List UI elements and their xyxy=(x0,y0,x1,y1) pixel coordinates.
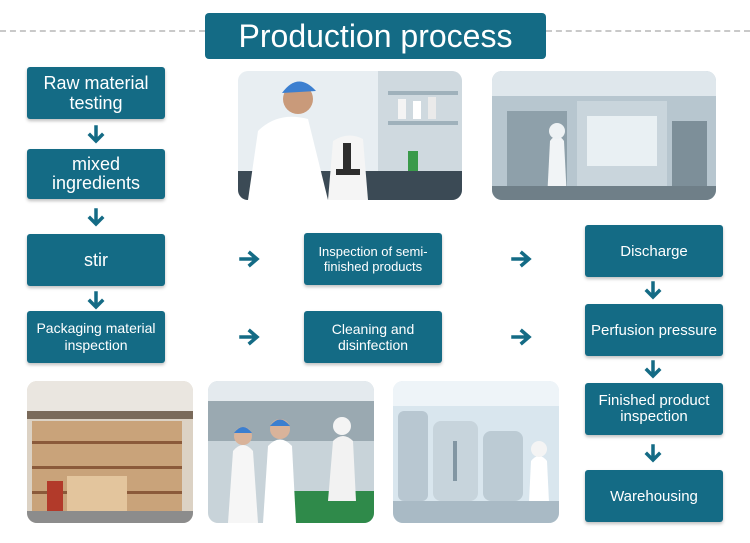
step-warehousing: Warehousing xyxy=(585,470,723,522)
arrow-down-icon xyxy=(87,208,105,227)
production-line-workers-photo xyxy=(208,381,374,523)
arrow-down-icon xyxy=(644,444,662,463)
arrow-down-icon xyxy=(87,125,105,144)
arrow-down-icon xyxy=(644,360,662,379)
step-perfusion-pressure: Perfusion pressure xyxy=(585,304,723,356)
arrow-down-icon xyxy=(87,291,105,310)
step-label: stir xyxy=(84,249,108,270)
lab-microscope-photo xyxy=(238,71,462,200)
step-label: Raw material testing xyxy=(43,73,149,113)
step-label: Inspection of semi-finished products xyxy=(318,244,428,274)
arrow-down-icon xyxy=(644,281,662,300)
warehouse-photo xyxy=(27,381,193,523)
step-mixed-ingredients: mixed ingredients xyxy=(27,149,165,199)
step-stir: stir xyxy=(27,234,165,286)
step-packaging-material-inspection: Packaging material inspection xyxy=(27,311,165,363)
arrow-right-icon xyxy=(511,250,532,268)
cleanroom-machinery-photo xyxy=(492,71,716,200)
divider-right xyxy=(546,30,750,32)
arrow-right-icon xyxy=(239,328,260,346)
step-label: Warehousing xyxy=(610,487,698,505)
step-raw-material-testing: Raw material testing xyxy=(27,67,165,119)
page-title: Production process xyxy=(205,13,546,59)
arrow-right-icon xyxy=(239,250,260,268)
step-label: Cleaning and disinfection xyxy=(331,321,415,353)
step-label: mixed ingredients xyxy=(51,154,141,193)
divider-left xyxy=(0,30,205,32)
arrow-right-icon xyxy=(511,328,532,346)
step-inspection-semi-finished: Inspection of semi-finished products xyxy=(304,233,442,285)
step-cleaning-disinfection: Cleaning and disinfection xyxy=(304,311,442,363)
step-label: Packaging material inspection xyxy=(36,320,156,353)
step-label: Discharge xyxy=(620,242,688,260)
step-label: Finished product inspection xyxy=(598,392,710,425)
mixing-tanks-photo xyxy=(393,381,559,523)
step-discharge: Discharge xyxy=(585,225,723,277)
step-label: Perfusion pressure xyxy=(591,321,717,339)
step-finished-product-inspection: Finished product inspection xyxy=(585,383,723,435)
